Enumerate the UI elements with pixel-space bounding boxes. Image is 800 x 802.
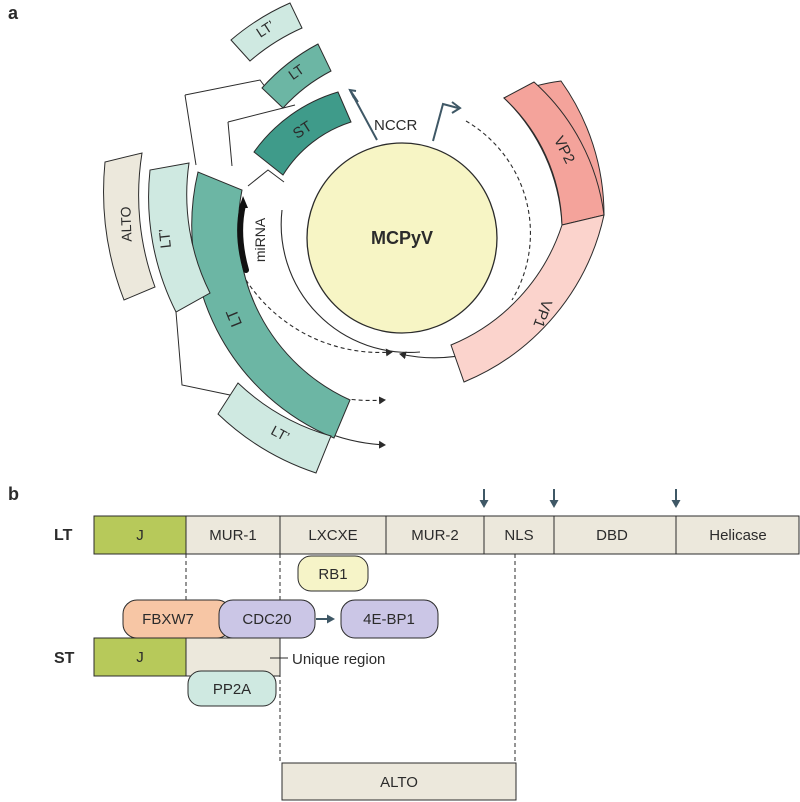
4ebp1-label: 4E-BP1 [363,611,415,628]
alto-protein-label: ALTO [380,774,418,791]
lt-domain-j [93,515,187,555]
early-transcript-2 [245,279,393,357]
lt-domain-j-label: J [136,527,144,544]
lt-domain-lxcxe-label: LXCXE [308,527,357,544]
late-transcript-dashed [465,120,531,301]
vp1-segment [450,214,605,383]
st-segment [253,91,352,176]
lt-domain-dbd [553,515,677,555]
st-domain-j-label: J [136,649,144,666]
lt-row-label: LT [54,527,73,544]
fbxw7-label: FBXW7 [142,611,194,628]
lt-domain-lxcxe [279,515,387,555]
lt-prime-mid-label: LT’ [156,228,175,249]
pp2a-binder [187,670,277,707]
lt-domain-helicase-label: Helicase [709,527,767,544]
rb1-label: RB1 [318,566,347,583]
mirna-arrow-icon [239,196,248,208]
st-unique-region [185,637,281,677]
lt-large-label: LT [224,306,246,329]
rb1-binder [297,555,369,592]
lt-top-segment [261,43,332,109]
mirna-label: miRNA [252,217,268,262]
st-domain-j [93,637,187,677]
nccr-late-arrow-icon [451,101,462,114]
4ebp1-binder [340,599,439,639]
nccr-early-arrow-icon [348,88,357,99]
unique-region-label: Unique region [292,651,385,668]
st-row-label: ST [54,650,75,667]
lt-domain-mur2 [385,515,485,555]
lt-domain-mur1 [185,515,281,555]
splice-line-top [184,79,276,101]
mirna-bar [237,202,249,273]
lt-domain-nls [483,515,555,555]
splice-line-left [184,94,197,166]
alto-protein-bar [281,762,517,801]
genome-circle [306,142,498,334]
splice-line-mid-down [227,121,233,167]
splice-line-st [247,169,285,187]
lt-domain-mur1-label: MUR-1 [209,527,257,544]
panel-a-letter: a [8,3,19,23]
lt-domain-nls-label: NLS [504,527,533,544]
lt-prime-bottom-label: LT’ [268,422,292,445]
splice-line-mid [227,104,296,123]
alto-segment [103,152,156,301]
lt-domain-mur2-label: MUR-2 [411,527,459,544]
lt-domain-helicase [675,515,800,555]
panel-b-letter: b [8,484,19,504]
genome-name: MCPyV [371,228,433,248]
splice-line-bottom [175,311,231,396]
lt-prime-mid-segment [148,162,211,313]
pp2a-label: PP2A [213,681,251,698]
nccr-label: NCCR [374,117,417,134]
lt-prime-bottom-segment [217,382,332,474]
nccr-late-promoter [432,102,459,142]
lt-prime-top-segment [230,2,303,62]
lt-domain-dbd-label: DBD [596,527,628,544]
alto-segment-label: ALTO [117,206,134,242]
cdc20-label: CDC20 [242,611,291,628]
